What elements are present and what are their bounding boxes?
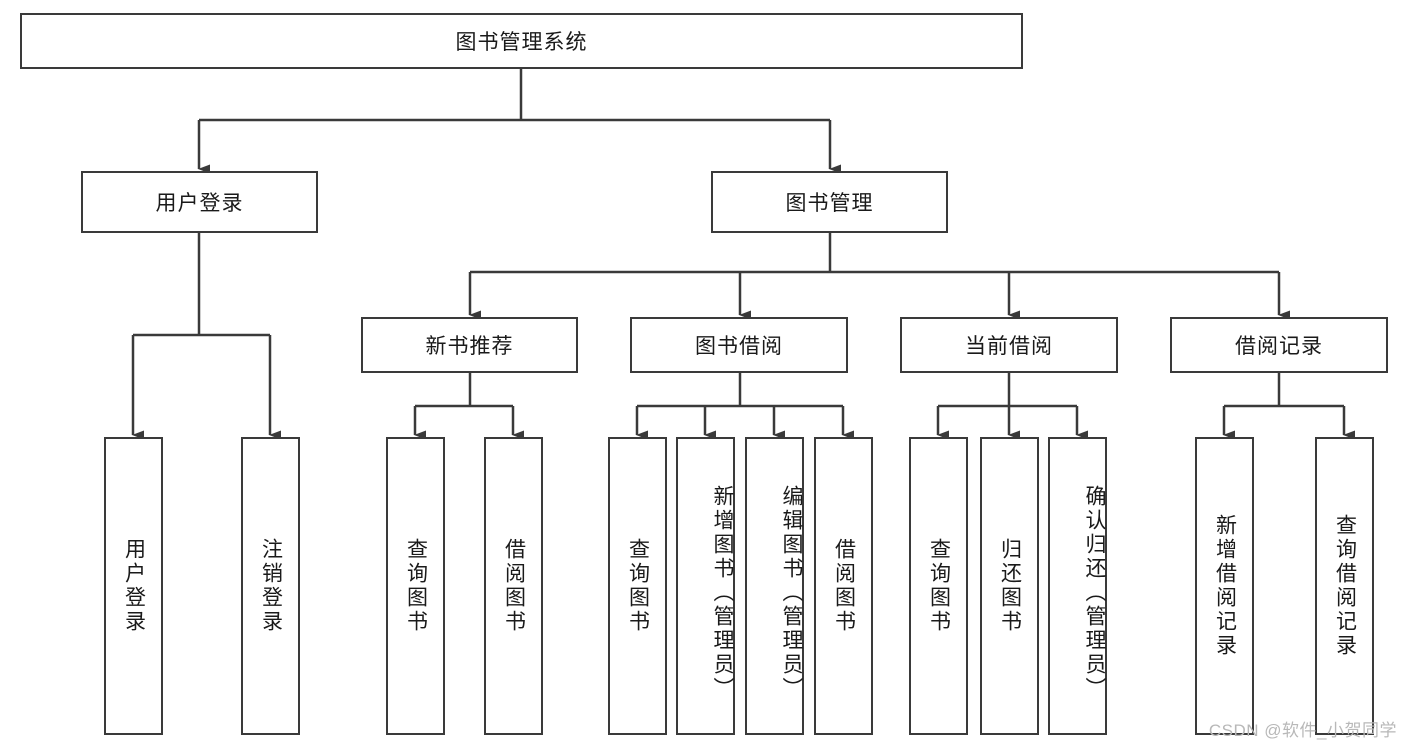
leaf-borrow-book-recommend[interactable]: 借阅图书	[484, 437, 543, 735]
leaf-add-book-admin[interactable]: 新增图书（管理员）	[676, 437, 735, 735]
leaf-borrow-book[interactable]: 借阅图书	[814, 437, 873, 735]
leaf-query-book-recommend[interactable]: 查询图书	[386, 437, 445, 735]
leaf-edit-book-admin[interactable]: 编辑图书（管理员）	[745, 437, 804, 735]
leaf-query-book-borrow[interactable]: 查询图书	[608, 437, 667, 735]
node-current-borrow[interactable]: 当前借阅	[900, 317, 1118, 373]
leaf-user-login[interactable]: 用户登录	[104, 437, 163, 735]
leaf-confirm-return-admin[interactable]: 确认归还（管理员）	[1048, 437, 1107, 735]
node-new-book-recommend[interactable]: 新书推荐	[361, 317, 578, 373]
watermark: CSDN @软件_小贺同学	[1208, 721, 1397, 740]
leaf-logout[interactable]: 注销登录	[241, 437, 300, 735]
node-user-login[interactable]: 用户登录	[81, 171, 318, 233]
leaf-return-book[interactable]: 归还图书	[980, 437, 1039, 735]
node-book-management[interactable]: 图书管理	[711, 171, 948, 233]
leaf-query-borrow-record[interactable]: 查询借阅记录	[1315, 437, 1374, 735]
leaf-add-borrow-record[interactable]: 新增借阅记录	[1195, 437, 1254, 735]
node-book-borrow[interactable]: 图书借阅	[630, 317, 848, 373]
node-root[interactable]: 图书管理系统	[20, 13, 1023, 69]
leaf-query-book-current[interactable]: 查询图书	[909, 437, 968, 735]
node-borrow-record[interactable]: 借阅记录	[1170, 317, 1388, 373]
